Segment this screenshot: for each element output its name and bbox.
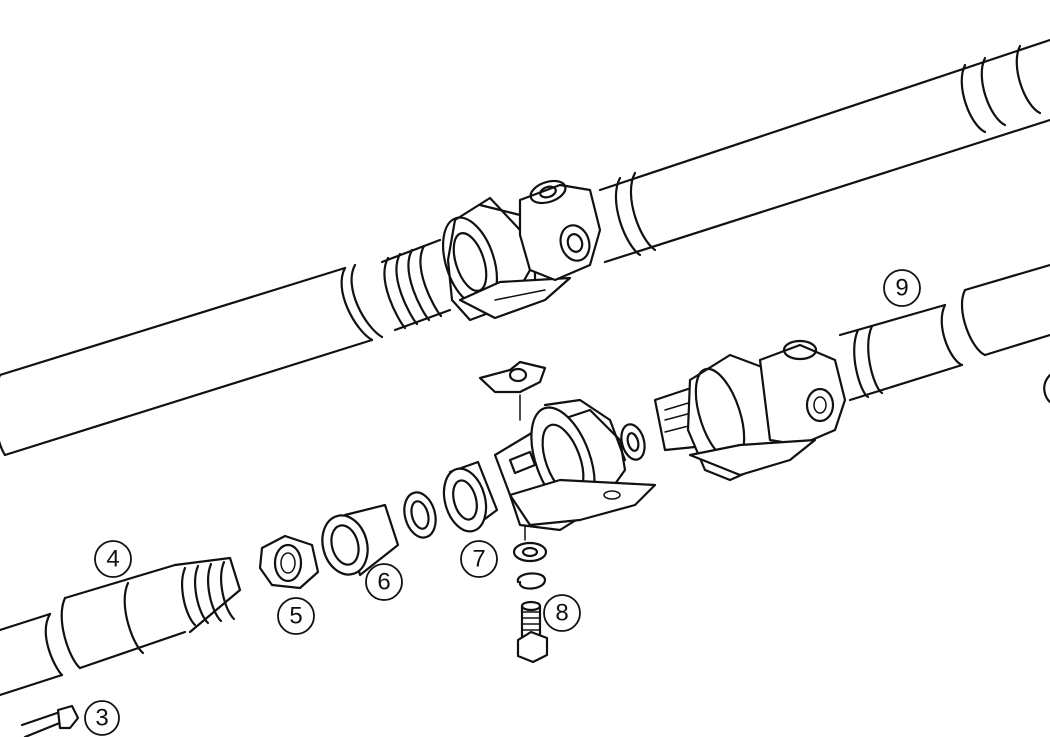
ball-bearing [442, 460, 499, 533]
callout-5: 5 [277, 597, 315, 635]
exploded-parts [0, 263, 1050, 737]
center-bearing-housing [493, 398, 657, 541]
callout-3: 3 [84, 700, 120, 736]
rear-spline-stub [173, 556, 242, 634]
universal-joint-assembled [518, 179, 602, 282]
callout-label-4: 4 [106, 546, 119, 573]
callout-label-7: 7 [472, 546, 485, 573]
center-bearing-assembled [442, 196, 572, 322]
callout-label-8: 8 [555, 600, 568, 627]
small-washer [620, 423, 646, 461]
callout-8: 8 [543, 594, 581, 632]
callout-label-9: 9 [895, 275, 908, 302]
nut [258, 534, 320, 590]
rubber-sleeve [321, 503, 400, 577]
callout-label-3: 3 [95, 705, 108, 732]
callout-label-5: 5 [289, 603, 302, 630]
callout-7: 7 [460, 540, 498, 578]
support-bracket [478, 360, 547, 421]
mounting-hardware [512, 541, 549, 664]
small-bolt [20, 704, 80, 737]
callout-6: 6 [365, 563, 403, 601]
front-tube-fragment [838, 263, 1050, 404]
callout-4: 4 [94, 540, 132, 578]
ring-washer [403, 491, 437, 539]
spline-section [380, 238, 452, 332]
rear-shaft-tube [0, 263, 384, 457]
callout-9: 9 [883, 269, 921, 307]
callout-label-6: 6 [377, 569, 390, 596]
assembled-drive-shaft [0, 38, 1050, 457]
front-universal-joint [653, 339, 847, 482]
rear-tube-fragment [0, 563, 187, 697]
front-shaft-tube [598, 38, 1050, 264]
